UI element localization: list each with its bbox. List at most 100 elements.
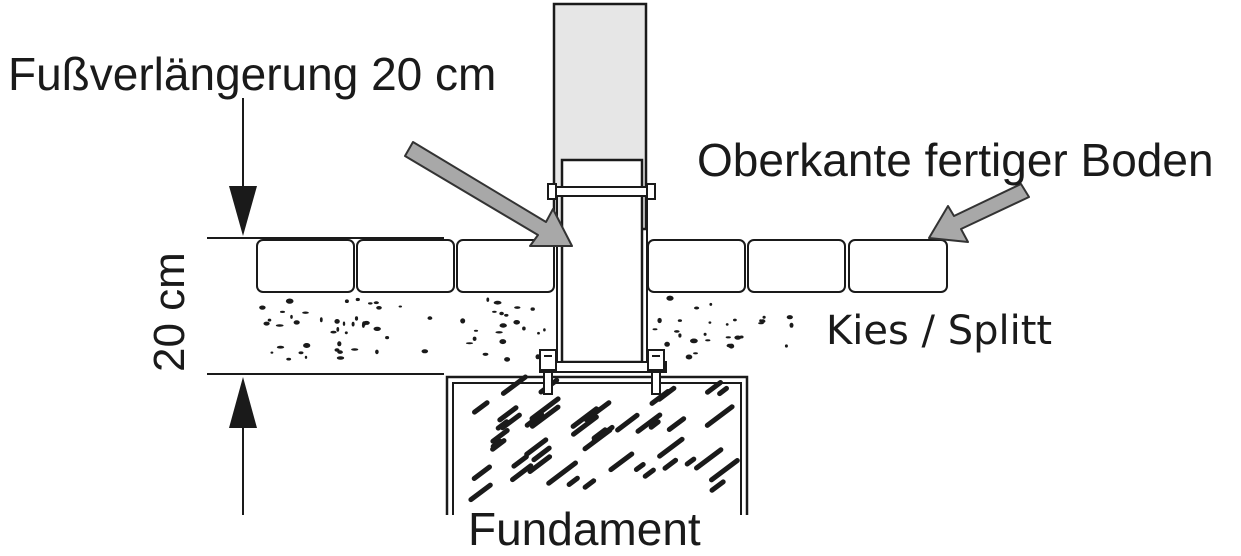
- extension-pointer-arrow: [404, 141, 573, 247]
- gravel-grain: [739, 335, 744, 339]
- label-top-edge-floor: Oberkante fertiger Boden: [697, 134, 1214, 186]
- concrete-hatch-stroke: [583, 400, 612, 423]
- paving-stone: [848, 239, 948, 293]
- concrete-hatch-stroke: [490, 438, 503, 449]
- gravel-grain: [351, 348, 359, 351]
- concrete-hatch-stroke: [656, 385, 677, 402]
- foundation-concrete-hatch: [468, 374, 740, 503]
- concrete-hatch-stroke: [635, 412, 663, 434]
- gravel-grain: [762, 315, 766, 319]
- concrete-hatch-stroke: [582, 478, 597, 490]
- clamp-bolt: [549, 186, 655, 197]
- gravel-grain: [733, 318, 737, 322]
- gravel-grain: [709, 302, 713, 306]
- paving-stone: [647, 239, 746, 293]
- concrete-hatch-stroke: [524, 437, 549, 457]
- gravel-grain: [685, 354, 693, 360]
- concrete-hatch-stroke: [704, 404, 735, 428]
- gravel-grain: [293, 320, 300, 325]
- gravel-grain: [421, 349, 429, 354]
- gravel-grain: [725, 323, 729, 326]
- concrete-hatch-stroke: [705, 380, 723, 395]
- paving-stone: [456, 239, 555, 293]
- paving-stones-left: [256, 239, 555, 293]
- concrete-hatch-stroke: [648, 419, 661, 430]
- gravel-grain: [259, 305, 266, 310]
- gravel-grain: [373, 326, 381, 331]
- gravel-grain: [334, 319, 340, 324]
- gravel-grain: [285, 298, 294, 304]
- gravel-grain: [504, 357, 511, 362]
- concrete-hatch-stroke: [591, 424, 615, 444]
- gravel-grain: [280, 310, 285, 313]
- gravel-grain: [303, 343, 311, 348]
- concrete-hatch-stroke: [662, 457, 679, 471]
- gravel-grain: [664, 341, 670, 347]
- gravel-grain: [337, 341, 342, 347]
- gravel-grain: [482, 352, 489, 356]
- gravel-layer: [259, 295, 794, 362]
- gravel-grain: [486, 297, 490, 302]
- concrete-hatch-stroke: [684, 456, 697, 467]
- gravel-grain: [336, 327, 340, 332]
- gravel-grain: [276, 345, 285, 349]
- gravel-grain: [344, 299, 349, 304]
- foundation-inner-outline: [452, 382, 742, 515]
- gravel-grain: [513, 320, 520, 325]
- gravel-grain: [376, 306, 382, 310]
- gravel-grain: [499, 311, 504, 316]
- gravel-grain: [287, 299, 290, 302]
- gravel-grain: [355, 297, 360, 302]
- gravel-grain: [694, 306, 700, 310]
- gravel-grain: [499, 339, 507, 345]
- gravel-grain: [304, 355, 308, 359]
- paving-stone: [747, 239, 846, 293]
- concrete-hatch-stroke: [694, 447, 724, 471]
- gravel-grain: [270, 351, 274, 354]
- concrete-hatch-stroke: [511, 454, 529, 469]
- gravel-grain: [678, 333, 682, 338]
- gravel-grain: [330, 330, 337, 334]
- gravel-grain: [543, 328, 546, 332]
- gravel-grain: [267, 318, 272, 322]
- gravel-grain: [674, 330, 680, 333]
- gravel-grain: [361, 322, 365, 328]
- gravel-grain: [368, 302, 373, 305]
- gravel-grain: [342, 321, 346, 326]
- gravel-grain: [275, 324, 284, 327]
- concrete-hatch-stroke: [566, 475, 580, 487]
- paving-stones-right: [647, 239, 948, 293]
- gravel-grain: [693, 352, 698, 355]
- gravel-grain: [504, 313, 509, 317]
- gravel-grain: [302, 311, 309, 314]
- gravel-grain: [784, 344, 788, 348]
- concrete-hatch-stroke: [571, 414, 599, 437]
- gravel-grain: [319, 317, 323, 323]
- concrete-hatch-stroke: [497, 405, 519, 423]
- gravel-grain: [705, 339, 711, 342]
- gravel-grain: [473, 329, 479, 332]
- anchor-bolt-right: [647, 349, 665, 395]
- concrete-hatch-stroke: [468, 482, 493, 503]
- gravel-grain: [657, 317, 662, 324]
- paving-stone: [356, 239, 455, 293]
- gravel-grain: [354, 316, 359, 321]
- concrete-hatch-stroke: [546, 460, 578, 486]
- gravel-grain: [530, 307, 535, 311]
- gravel-grain: [263, 321, 270, 326]
- concrete-hatch-stroke: [531, 445, 552, 463]
- gravel-grain: [363, 320, 370, 325]
- paving-stone: [256, 239, 355, 293]
- concrete-hatch-stroke: [709, 458, 740, 483]
- gravel-grain: [535, 354, 541, 360]
- gravel-grain: [472, 336, 477, 341]
- gravel-grain: [537, 331, 540, 335]
- label-height-dimension: 20 cm: [145, 252, 194, 372]
- gravel-grain: [351, 321, 355, 327]
- label-foundation: Fundament: [468, 503, 701, 555]
- foundation-outline: [445, 375, 749, 515]
- gravel-grain: [725, 336, 731, 339]
- gravel-grain: [677, 319, 683, 322]
- concrete-hatch-stroke: [527, 454, 553, 474]
